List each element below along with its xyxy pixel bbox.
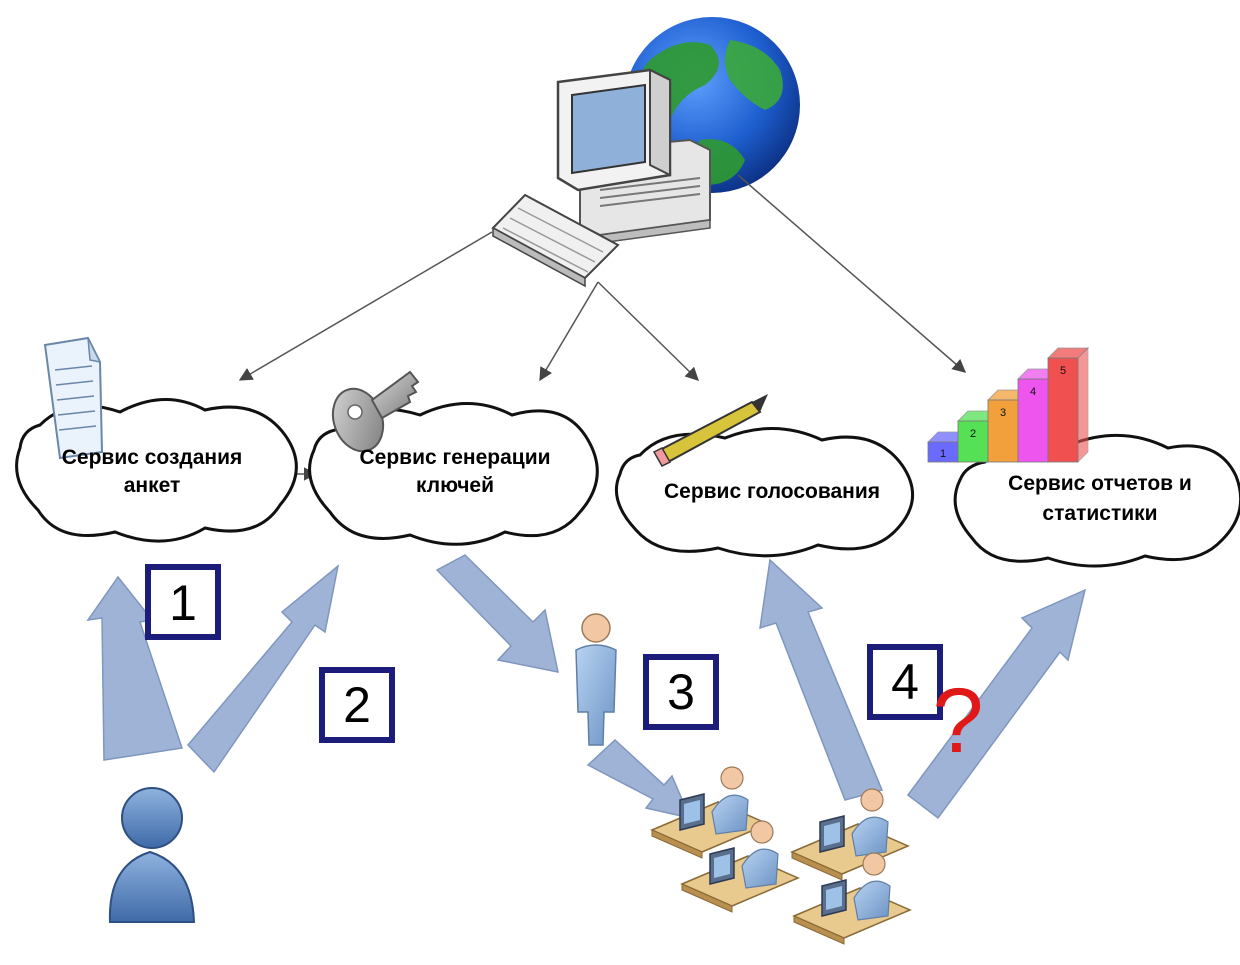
voters-group-icon <box>650 766 912 945</box>
arrow-admin-to-survey <box>86 575 183 761</box>
step-number-4: 4 <box>891 654 919 710</box>
step-box-2: 2 <box>319 667 395 743</box>
document-icon <box>43 336 104 460</box>
survey-service-label: Сервис создания анкет <box>62 446 243 497</box>
step-number-2: 2 <box>343 677 371 733</box>
step-box-4: 4 <box>867 644 943 720</box>
keys-service-label-line-1: Сервис генерации <box>359 446 550 469</box>
arrow-keys-to-voter <box>435 554 559 673</box>
survey-service-label-line-1: Сервис создания <box>62 446 243 469</box>
bar-label-5: 5 <box>1060 365 1066 377</box>
arrow-group-to-reports <box>906 588 1087 820</box>
survey-service-label-line-2: анкет <box>124 474 181 497</box>
arrow-computer-to-survey <box>238 231 493 381</box>
cloud-voting-service <box>614 426 915 558</box>
voting-service-label: Сервис голосования <box>664 480 880 503</box>
voting-service-label-line-1: Сервис голосования <box>664 480 880 503</box>
bar-5: 5 <box>1047 347 1089 463</box>
arrow-computer-to-keys <box>539 281 599 382</box>
key-icon <box>331 370 420 453</box>
step-number-1: 1 <box>169 575 197 631</box>
connector-arrows <box>238 174 967 481</box>
cloud-reports-service <box>953 433 1240 568</box>
flow-arrows <box>86 554 1087 820</box>
arrow-group-to-voting <box>759 558 884 801</box>
computer-icon <box>491 68 711 288</box>
reports-service-label-line-2: статистики <box>1042 502 1157 525</box>
workstation-1 <box>650 766 770 859</box>
arrow-admin-to-keys <box>186 564 340 774</box>
reports-service-label-line-1: Сервис отчетов и <box>1008 472 1192 495</box>
bar-label-3: 3 <box>1000 407 1006 419</box>
workstation-3 <box>790 788 910 881</box>
step-number-3: 3 <box>667 664 695 720</box>
arrow-computer-to-voting <box>597 281 699 381</box>
keys-service-label: Сервис генерации ключей <box>359 446 550 497</box>
step-box-1: 1 <box>145 564 221 640</box>
bar-label-1: 1 <box>940 448 946 460</box>
keys-service-label-line-2: ключей <box>416 474 494 497</box>
question-mark: ? <box>932 670 983 772</box>
workstation-4 <box>792 852 912 945</box>
arrow-voter-to-group <box>586 738 692 820</box>
step-box-3: 3 <box>643 654 719 730</box>
reports-service-label: Сервис отчетов и статистики <box>1008 472 1192 525</box>
bar-label-2: 2 <box>970 428 976 440</box>
pencil-icon <box>652 394 768 467</box>
admin-user-icon <box>108 787 196 923</box>
arrow-globe-to-reports <box>737 174 967 373</box>
workstation-2 <box>680 820 800 913</box>
bar-label-4: 4 <box>1030 386 1036 398</box>
bar-chart-icon: 1 2 3 4 5 <box>927 347 1089 463</box>
voter-user-icon <box>575 613 617 746</box>
